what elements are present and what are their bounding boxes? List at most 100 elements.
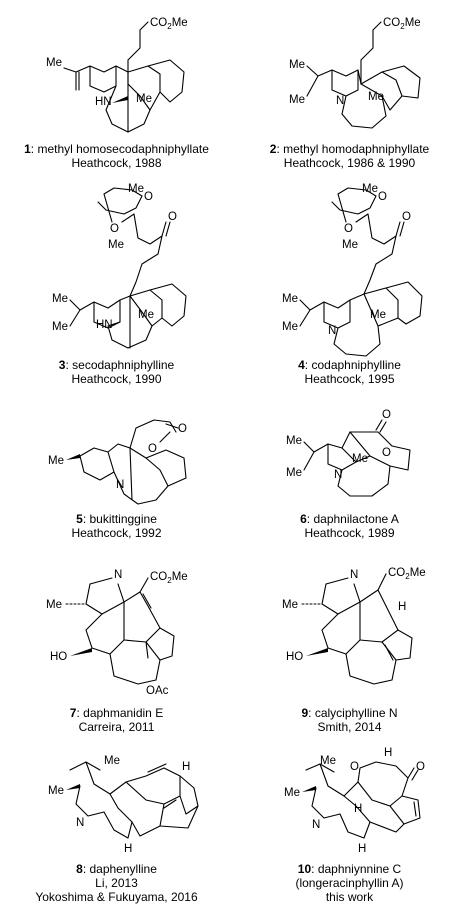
structure-9: CO2Me N Me H HO <box>282 567 426 685</box>
compound-number: 3 <box>58 358 66 372</box>
methyl-label: Me <box>368 91 384 103</box>
methyl-label: Me <box>286 467 302 479</box>
citation: Heathcock, 1995 <box>304 372 395 386</box>
methyl-label: Me <box>52 321 68 333</box>
ketone-oxygen-label: O <box>402 211 411 223</box>
compound-name: bukittinggine <box>89 512 157 526</box>
carbonyl-oxygen-label: O <box>178 423 187 435</box>
structure-6: O O Me Me N Me <box>286 409 411 497</box>
caption-5: 5: bukittinggine Heathcock, 1992 <box>0 512 233 540</box>
amine-label: N <box>336 95 344 107</box>
methyl-label: Me <box>284 787 300 799</box>
ester-oxygen-label: O <box>148 443 157 455</box>
ring-oxygen-label: O <box>382 447 391 459</box>
compound-name: calyciphylline N <box>314 706 398 720</box>
citation: (longeracinphyllin A) <box>295 876 404 890</box>
hydroxyl-label: HO <box>286 651 303 663</box>
citation: Smith, 2014 <box>317 720 382 734</box>
compound-number: 6 <box>300 512 307 526</box>
methyl-label: Me <box>342 239 358 251</box>
compound-number: 7 <box>69 706 77 720</box>
hydrogen-label: H <box>358 843 366 855</box>
compound-name: methyl homosecodaphniphyllate <box>37 142 209 156</box>
compound-name: daphniynnine C <box>317 862 402 876</box>
imine-nitrogen-label: N <box>114 569 122 581</box>
methyl-label: Me <box>282 293 298 305</box>
amine-label: N <box>116 479 124 491</box>
methyl-label: Me <box>136 93 152 105</box>
caption-2: 2: methyl homodaphniphyllate Heathcock, … <box>233 142 466 170</box>
enone-oxygen-label: O <box>416 761 425 773</box>
compound-name: daphenylline <box>89 862 157 876</box>
methyl-label: Me <box>46 57 62 69</box>
carbonyl-oxygen-label: O <box>382 409 391 421</box>
oxygen-label: O <box>344 223 353 235</box>
structure-5: Me O O N <box>48 419 187 505</box>
amine-label: N <box>76 817 84 829</box>
compound-name: secodaphniphylline <box>72 358 175 372</box>
methyl-label: Me <box>46 599 62 611</box>
caption-7: 7: daphmanidin E Carreira, 2011 <box>0 706 233 734</box>
compound-number: 8 <box>76 862 83 876</box>
hydrogen-label: H <box>354 803 362 815</box>
compound-number: 9 <box>301 706 309 720</box>
compound-number: 2 <box>269 142 277 156</box>
structure-4: Me O O Me O Me Me N Me <box>282 183 423 357</box>
methyl-label: Me <box>370 309 386 321</box>
methyl-label: Me <box>289 59 305 71</box>
imine-nitrogen-label: N <box>350 569 358 581</box>
citation: Carreira, 2011 <box>78 720 155 734</box>
structure-2: CO2Me Me Me N Me <box>289 17 421 129</box>
amine-label: HN <box>96 319 113 331</box>
ester-label: CO2Me <box>150 17 188 31</box>
citation: Heathcock, 1989 <box>304 526 395 540</box>
methyl-label: Me <box>282 599 298 611</box>
methyl-label: Me <box>138 309 154 321</box>
methyl-label: Me <box>289 94 305 106</box>
hydrogen-label: H <box>398 601 406 613</box>
compound-name: codaphniphylline <box>311 358 401 372</box>
caption-9: 9: calyciphylline N Smith, 2014 <box>233 706 466 734</box>
structure-8: Me Me N H H <box>48 755 199 855</box>
methyl-label: Me <box>362 183 378 195</box>
structure-7: CO2Me N Me HO OAc <box>46 569 188 697</box>
citation: Heathcock, 1990 <box>71 372 162 386</box>
hydrogen-label: H <box>182 761 190 773</box>
compound-name: daphmanidin E <box>83 706 164 720</box>
compound-number: 5 <box>76 512 83 526</box>
hydrogen-label: H <box>384 747 392 759</box>
compound-name: daphnilactone A <box>313 512 399 526</box>
caption-4: 4: codaphniphylline Heathcock, 1995 <box>233 358 466 386</box>
amine-label: HN <box>95 96 112 108</box>
acetate-label: OAc <box>146 685 169 697</box>
compound-number: 10 <box>297 862 312 876</box>
amine-label: N <box>334 469 342 481</box>
compound-name: methyl homodaphniphyllate <box>283 142 430 156</box>
hydroxyl-label: HO <box>50 651 67 663</box>
ketone-oxygen-label: O <box>168 211 177 223</box>
methyl-label: Me <box>320 755 336 767</box>
caption-10: 10: daphniynnine C (longeracinphyllin A)… <box>233 862 466 904</box>
methyl-label: Me <box>108 239 124 251</box>
methyl-label: Me <box>104 755 120 767</box>
hydrogen-label: H <box>124 843 132 855</box>
oxygen-label: O <box>144 191 153 203</box>
structure-1: CO2Me Me Me HN <box>46 17 188 133</box>
caption-8: 8: daphenylline Li, 2013 Yokoshima & Fuk… <box>0 862 233 904</box>
compound-number: 4 <box>298 358 305 372</box>
ester-label: CO2Me <box>388 567 426 581</box>
lactone-oxygen-label: O <box>350 761 359 773</box>
ester-label: CO2Me <box>383 17 421 31</box>
citation: Heathcock, 1992 <box>71 526 162 540</box>
oxygen-label: O <box>378 191 387 203</box>
oxygen-label: O <box>110 223 119 235</box>
amine-label: N <box>312 819 320 831</box>
methyl-label: Me <box>128 183 144 195</box>
methyl-label: Me <box>52 293 68 305</box>
caption-1: 1: methyl homosecodaphniphyllate Heathco… <box>0 142 233 170</box>
structure-10: Me O H O Me N H H <box>284 747 425 855</box>
methyl-label: Me <box>48 785 64 797</box>
methyl-label: Me <box>282 321 298 333</box>
methyl-label: Me <box>352 453 368 465</box>
